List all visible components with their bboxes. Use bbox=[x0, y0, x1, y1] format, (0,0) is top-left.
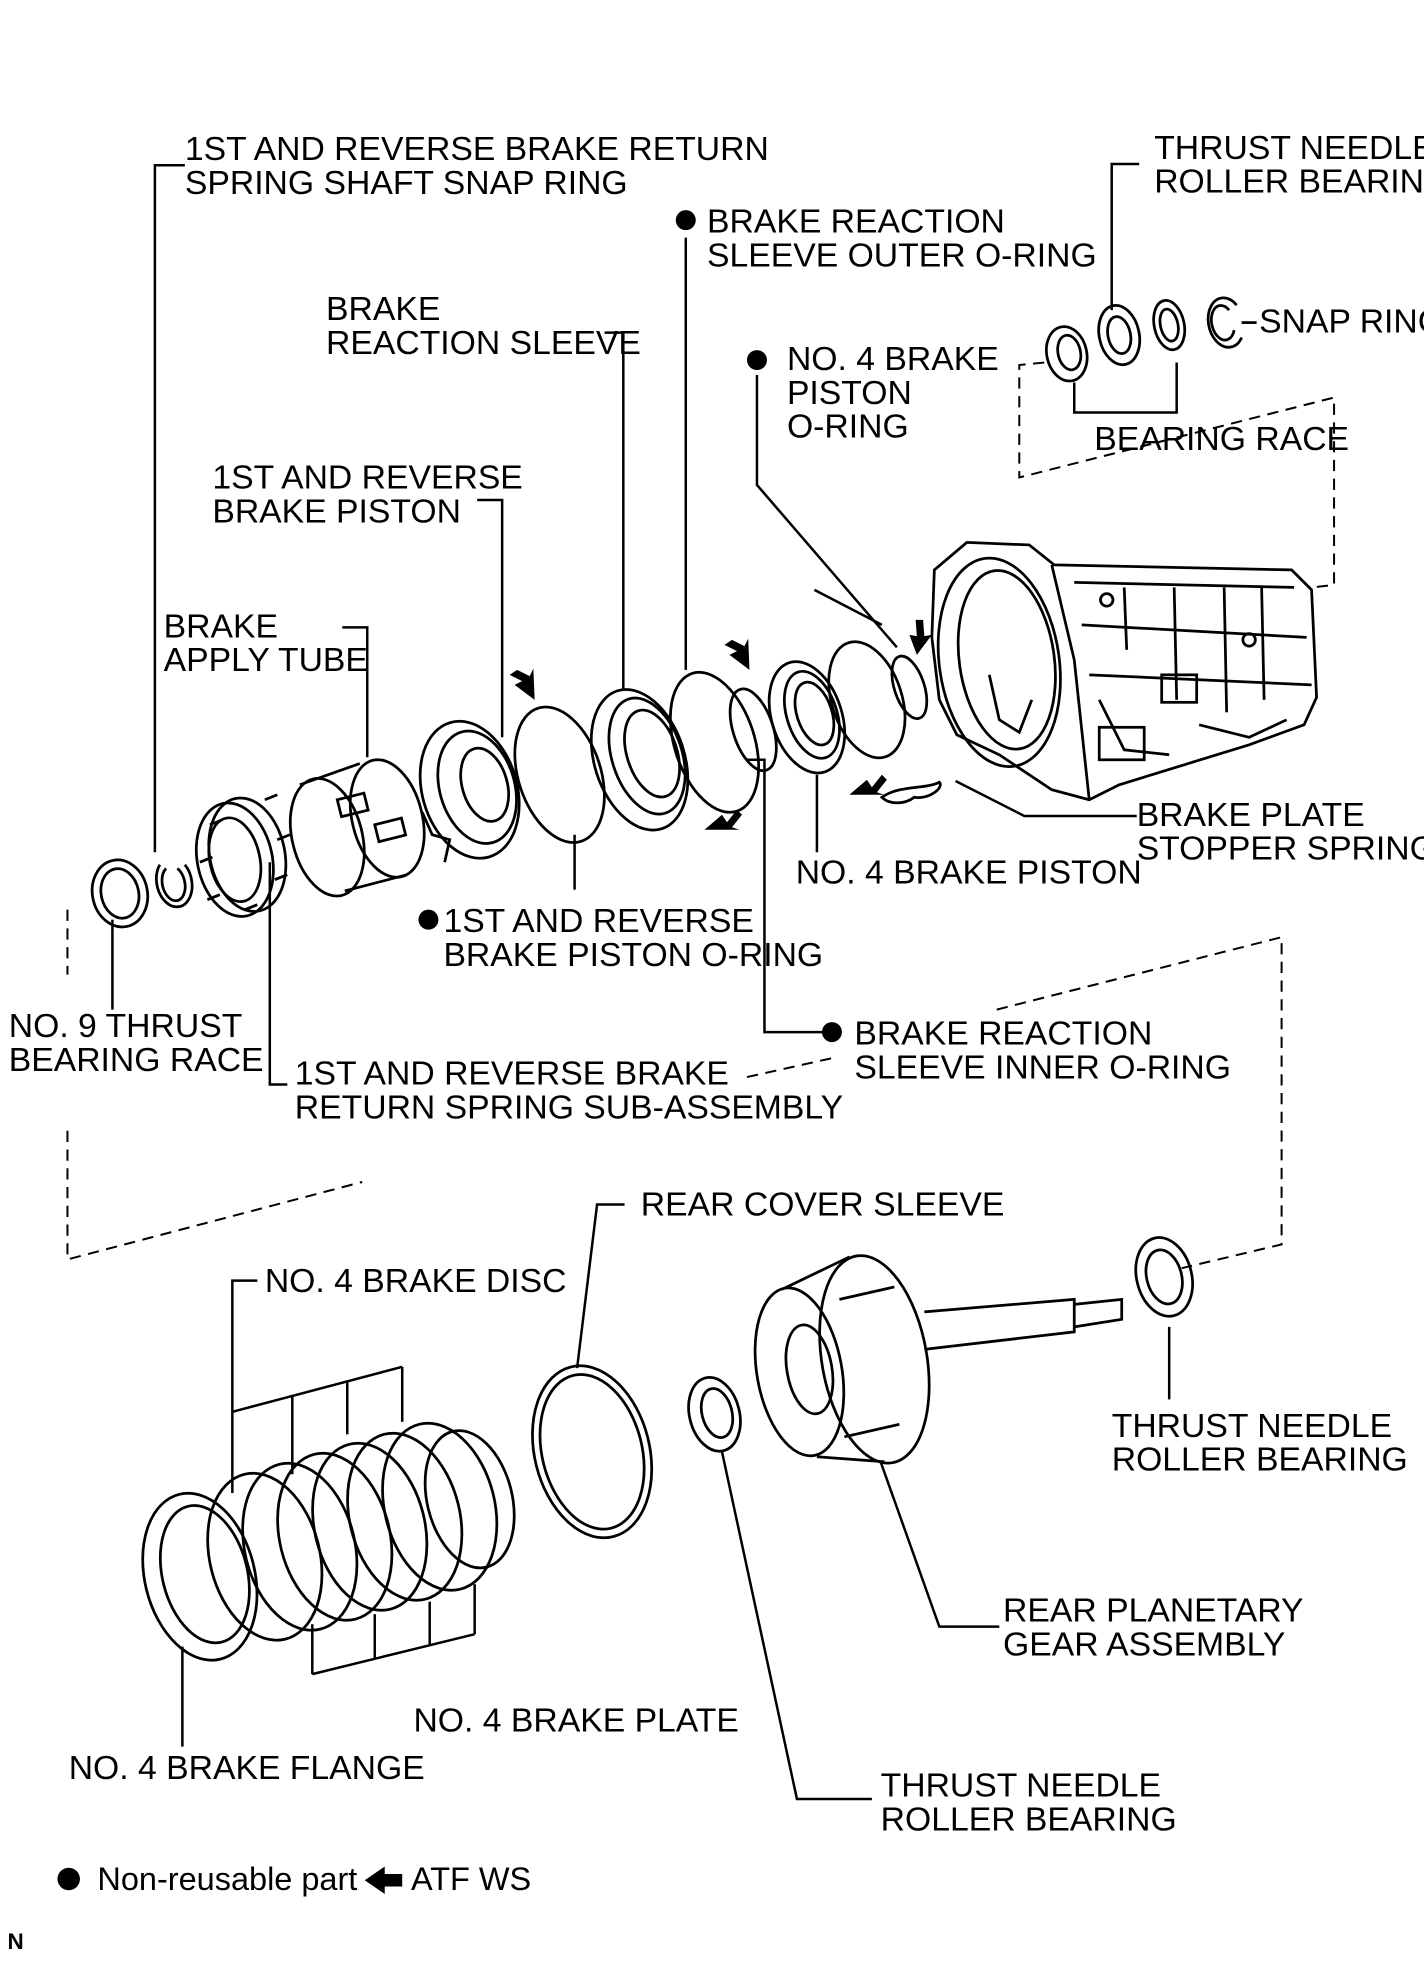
non-reusable-dot-icon bbox=[821, 1022, 842, 1043]
label-return-spring-subassy: 1ST AND REVERSE BRAKE RETURN SPRING SUB-… bbox=[295, 1055, 843, 1127]
label-no4-brake-piston: NO. 4 BRAKE PISTON bbox=[796, 853, 1142, 891]
label-rear-planetary: REAR PLANETARY GEAR ASSEMBLY bbox=[1003, 1592, 1313, 1664]
label-brake-reaction-sleeve: BRAKE REACTION SLEEVE bbox=[326, 290, 641, 362]
atf-arrow-icon bbox=[724, 638, 750, 670]
label-stopper-spring: BRAKE PLATE STOPPER SPRING bbox=[1137, 796, 1424, 868]
label-rear-cover-sleeve: REAR COVER SLEEVE bbox=[641, 1186, 1005, 1224]
non-reusable-dot-icon bbox=[675, 210, 696, 231]
label-no4-brake-flange: NO. 4 BRAKE FLANGE bbox=[69, 1749, 425, 1787]
thrust-needle-bearing-right bbox=[1134, 1236, 1194, 1318]
no4-brake-clutch-pack bbox=[141, 1421, 516, 1662]
non-reusable-dot-icon bbox=[746, 350, 767, 371]
thrust-needle-bearing-bottom bbox=[687, 1376, 742, 1453]
label-reaction-sleeve-inner-oring: BRAKE REACTION SLEEVE INNER O-RING bbox=[854, 1015, 1231, 1087]
label-reverse-piston-oring: 1ST AND REVERSE BRAKE PISTON O-RING bbox=[443, 902, 823, 974]
no4-piston-o-ring-outer bbox=[827, 640, 907, 760]
stopper-spring bbox=[879, 780, 942, 805]
label-snap-ring: SNAP RING bbox=[1259, 303, 1424, 341]
thrust-bearing-assembly-top bbox=[1045, 296, 1257, 383]
leader-lines bbox=[111, 162, 1178, 1801]
non-reusable-dot-icon bbox=[57, 1867, 80, 1891]
label-snap-ring-shaft: 1ST AND REVERSE BRAKE RETURN SPRING SHAF… bbox=[185, 130, 778, 202]
label-no4-piston-oring: NO. 4 BRAKE PISTON O-RING bbox=[787, 340, 1008, 445]
reaction-sleeve-outer-o-ring bbox=[669, 670, 760, 814]
reverse-piston-o-ring bbox=[513, 705, 606, 844]
label-no4-brake-plate: NO. 4 BRAKE PLATE bbox=[413, 1702, 738, 1740]
parts bbox=[90, 296, 1318, 1662]
alignment-dashes bbox=[66, 361, 1336, 1270]
atf-arrow-icon bbox=[509, 668, 535, 700]
return-spring-subassembly bbox=[194, 793, 291, 918]
no9-thrust-bearing-race bbox=[90, 858, 150, 929]
legend-atf: ATF WS bbox=[411, 1861, 531, 1897]
legend-non-reusable: Non-reusable part bbox=[97, 1861, 357, 1897]
callout-labels: 1ST AND REVERSE BRAKE RETURN SPRING SHAF… bbox=[9, 129, 1424, 1838]
no4-piston-o-ring-inner bbox=[890, 654, 929, 720]
label-bearing-race: BEARING RACE bbox=[1094, 420, 1349, 458]
page-code: N bbox=[7, 1929, 23, 1954]
label-no9-race: NO. 9 THRUST BEARING RACE bbox=[9, 1007, 264, 1079]
atf-arrow-icon bbox=[704, 809, 742, 830]
atf-arrow-icon bbox=[909, 619, 932, 655]
shaft-snap-ring bbox=[154, 863, 194, 909]
label-thrust-bearing-bottom: THRUST NEEDLE ROLLER BEARING bbox=[881, 1767, 1177, 1839]
rear-planetary-gear-assembly bbox=[753, 1254, 1124, 1465]
non-reusable-dot-icon bbox=[418, 909, 439, 930]
label-reaction-sleeve-outer-oring: BRAKE REACTION SLEEVE OUTER O-RING bbox=[707, 203, 1097, 275]
label-no4-brake-disc: NO. 4 BRAKE DISC bbox=[265, 1262, 567, 1300]
atf-arrow-icon bbox=[364, 1866, 403, 1894]
no4-brake-piston bbox=[767, 660, 847, 775]
label-reverse-brake-piston: 1ST AND REVERSE BRAKE PISTON bbox=[212, 459, 532, 531]
label-thrust-bearing-right: THRUST NEEDLE ROLLER BEARING bbox=[1112, 1407, 1408, 1479]
label-brake-apply-tube: BRAKE APPLY TUBE bbox=[164, 607, 368, 679]
label-thrust-bearing-top: THRUST NEEDLE ROLLER BEARING bbox=[1154, 129, 1424, 201]
atf-arrows bbox=[509, 619, 932, 830]
brake-apply-tube bbox=[288, 758, 426, 898]
transmission-case bbox=[930, 541, 1318, 802]
reverse-brake-piston bbox=[418, 719, 521, 863]
legend: Non-reusable part ATF WS bbox=[57, 1861, 531, 1897]
rear-cover-sleeve bbox=[531, 1364, 654, 1540]
non-reusable-markers bbox=[418, 210, 842, 1043]
atf-arrow-icon bbox=[849, 774, 887, 795]
brake-reaction-sleeve bbox=[589, 688, 690, 832]
